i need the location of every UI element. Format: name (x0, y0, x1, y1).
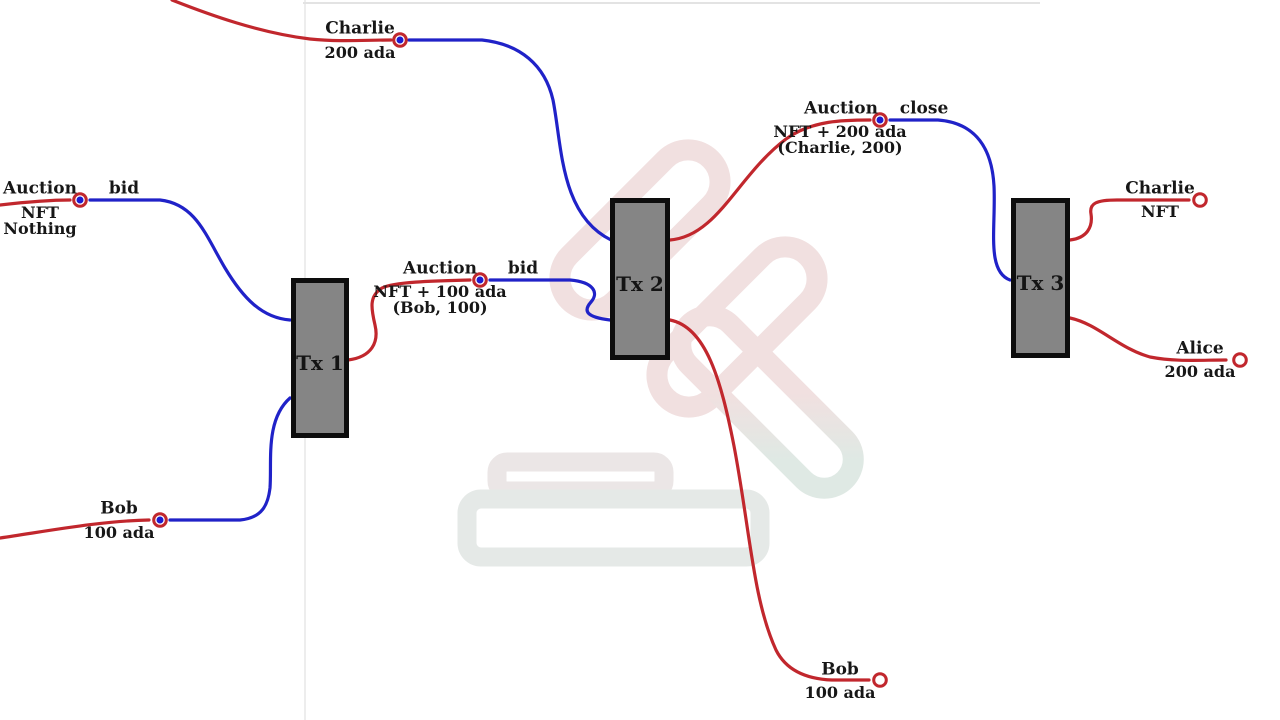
utxo-node-charlie-initial-dot (396, 36, 404, 44)
edge-tx1-to-auction-bid1 (346, 278, 472, 362)
charlie-nft-owner-label: Charlie (1125, 178, 1195, 199)
bob-initial-owner-label: Bob (100, 498, 138, 519)
charlie-nft-value-label: NFT (1141, 202, 1179, 221)
alice-value-label: 200 ada (1164, 362, 1236, 381)
utxo-node-auction-bid2-dot (876, 116, 884, 124)
auction-bid1-owner-label: Auction (403, 258, 477, 279)
auction-start-value-label: NFT (21, 203, 59, 222)
edge-tx3-to-charlie-nft (1068, 198, 1191, 242)
tx1-box: Tx 1 (291, 278, 349, 438)
auction-bid2-datum-label: (Charlie, 200) (777, 138, 903, 157)
auction-bid2-value-label: NFT + 200 ada (773, 122, 907, 141)
bob-initial-value-label: 100 ada (83, 523, 155, 542)
utxo-node-auction-start-dot (76, 196, 84, 204)
charlie-initial-owner-label: Charlie (325, 18, 395, 39)
auction-bid2-redeemer-label: close (899, 98, 949, 119)
tx2-box: Tx 2 (610, 198, 670, 360)
gavel-base-bottom-watermark (457, 489, 770, 567)
edge-charlie-utxo-to-tx2 (407, 38, 613, 242)
edge-tx2-to-bob-refund (668, 318, 871, 682)
utxo-node-auction-bid1-dot (476, 276, 484, 284)
edge-tx3-to-alice (1068, 316, 1228, 362)
edge-auction-utxo-to-tx1 (88, 198, 292, 322)
gavel-base-top-watermark (487, 452, 674, 501)
edge-genesis-to-charlie-utxo (170, 0, 393, 43)
edge-auction-bid2-to-tx3 (888, 118, 1012, 282)
tx1-label: Tx 1 (296, 351, 344, 375)
utxo-node-alice-proceeds (1232, 352, 1248, 368)
edge-bob-utxo-to-tx1 (168, 396, 292, 522)
alice-owner-label: Alice (1176, 338, 1224, 359)
auction-start-owner-label: Auction (3, 178, 77, 199)
utxo-node-bob-refund (872, 672, 888, 688)
auction-start-datum-label: Nothing (3, 219, 77, 238)
edge-auction-bid1-to-tx2 (488, 278, 612, 322)
gavel-handle-watermark (670, 305, 864, 499)
edge-genesis-to-bob-utxo (0, 518, 151, 540)
utxo-node-bob-initial-dot (156, 516, 164, 524)
bob-refund-owner-label: Bob (821, 659, 859, 680)
auction-bid1-redeemer-label: bid (507, 258, 539, 279)
auction-bid1-value-label: NFT + 100 ada (373, 282, 507, 301)
auction-bid2-owner-label: Auction (804, 98, 878, 119)
bob-refund-value-label: 100 ada (804, 683, 876, 702)
utxo-node-charlie-nft (1192, 192, 1208, 208)
auction-start-redeemer-label: bid (108, 178, 140, 199)
auction-bid1-datum-label: (Bob, 100) (392, 298, 488, 317)
tx2-label: Tx 2 (616, 272, 664, 296)
tx3-label: Tx 3 (1016, 271, 1065, 295)
edge-tx2-to-auction-bid2 (668, 118, 872, 242)
charlie-initial-value-label: 200 ada (324, 43, 396, 62)
tx3-box: Tx 3 (1011, 198, 1070, 358)
edge-genesis-to-auction-utxo (0, 198, 72, 207)
